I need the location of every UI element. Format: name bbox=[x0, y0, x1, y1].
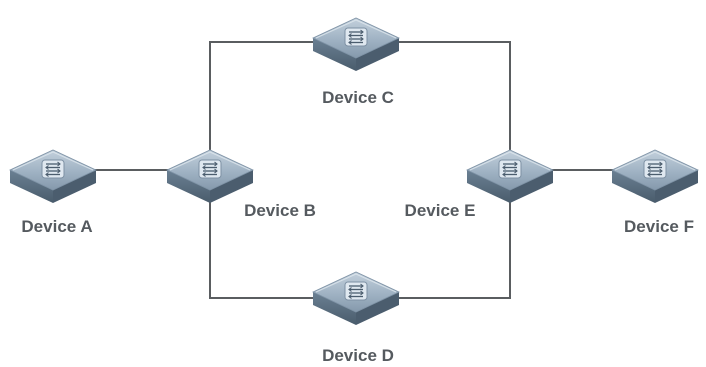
switch-glyph-box bbox=[198, 159, 222, 179]
switch-rim bbox=[315, 19, 397, 39]
switch-arrow-head bbox=[57, 161, 61, 167]
devices-layer: Device A Device B Device C Device D Devi… bbox=[9, 17, 699, 365]
switch-arrow-head bbox=[348, 294, 352, 299]
device-c-label: Device C bbox=[322, 88, 394, 107]
switch-icon bbox=[611, 149, 699, 203]
switch-arrow-head bbox=[57, 168, 61, 174]
switch-rim bbox=[169, 151, 251, 171]
switch-arrow-head bbox=[348, 33, 352, 38]
switch-side-right bbox=[210, 170, 253, 203]
switch-arrow-head bbox=[202, 172, 206, 177]
switch-icon bbox=[312, 271, 400, 325]
switch-side-right bbox=[53, 170, 96, 203]
switch-icon bbox=[312, 17, 400, 71]
switch-arrow-head bbox=[360, 29, 364, 35]
link-b-d bbox=[209, 170, 356, 299]
links-layer bbox=[53, 41, 655, 299]
switch-side-right bbox=[356, 292, 399, 325]
switch-arrow-head bbox=[502, 165, 506, 170]
switch-arrow-head bbox=[348, 287, 352, 292]
switch-arrow-head bbox=[348, 40, 352, 45]
device-b[interactable]: Device B bbox=[166, 149, 316, 220]
device-f-label: Device F bbox=[624, 217, 694, 236]
switch-arrow-head bbox=[202, 165, 206, 170]
switch-icon bbox=[466, 149, 554, 203]
device-f[interactable]: Device F bbox=[611, 149, 699, 236]
switch-rim bbox=[469, 151, 551, 171]
switch-side-left bbox=[313, 38, 356, 71]
device-a[interactable]: Device A bbox=[9, 149, 97, 236]
switch-arrow-head bbox=[214, 161, 218, 167]
switch-side-right bbox=[356, 38, 399, 71]
device-d-label: Device D bbox=[322, 346, 394, 365]
device-d[interactable]: Device D bbox=[312, 271, 400, 365]
link-b-c bbox=[209, 41, 356, 170]
switch-rim bbox=[614, 151, 696, 171]
switch-arrow-head bbox=[659, 161, 663, 167]
switch-arrow-head bbox=[647, 165, 651, 170]
switch-side-right bbox=[510, 170, 553, 203]
switch-arrow-head bbox=[514, 161, 518, 167]
switch-glyph-box bbox=[344, 27, 368, 47]
switch-rim bbox=[12, 151, 94, 171]
switch-side-left bbox=[10, 170, 53, 203]
switch-arrow-head bbox=[647, 172, 651, 177]
switch-glyph-box bbox=[498, 159, 522, 179]
device-e[interactable]: Device E bbox=[405, 149, 554, 220]
switch-glyph-box bbox=[344, 281, 368, 301]
switch-arrow-head bbox=[502, 172, 506, 177]
switch-side-left bbox=[313, 292, 356, 325]
switch-glyph-box bbox=[41, 159, 65, 179]
switch-side-left bbox=[167, 170, 210, 203]
link-d-e bbox=[356, 170, 511, 299]
switch-arrow-head bbox=[214, 168, 218, 174]
device-e-label: Device E bbox=[405, 201, 476, 220]
switch-side-left bbox=[467, 170, 510, 203]
device-b-label: Device B bbox=[244, 201, 316, 220]
switch-arrow-head bbox=[45, 165, 49, 170]
switch-side-left bbox=[612, 170, 655, 203]
switch-rim bbox=[315, 273, 397, 293]
switch-arrow-head bbox=[659, 168, 663, 174]
device-a-label: Device A bbox=[21, 217, 92, 236]
switch-arrow-head bbox=[360, 290, 364, 296]
switch-arrow-head bbox=[514, 168, 518, 174]
switch-glyph-box bbox=[643, 159, 667, 179]
switch-arrow-head bbox=[360, 283, 364, 289]
switch-icon bbox=[9, 149, 97, 203]
link-c-e bbox=[356, 41, 511, 170]
switch-icon bbox=[166, 149, 254, 203]
switch-arrow-head bbox=[360, 36, 364, 42]
switch-arrow-head bbox=[45, 172, 49, 177]
device-c[interactable]: Device C bbox=[312, 17, 400, 107]
switch-side-right bbox=[655, 170, 698, 203]
